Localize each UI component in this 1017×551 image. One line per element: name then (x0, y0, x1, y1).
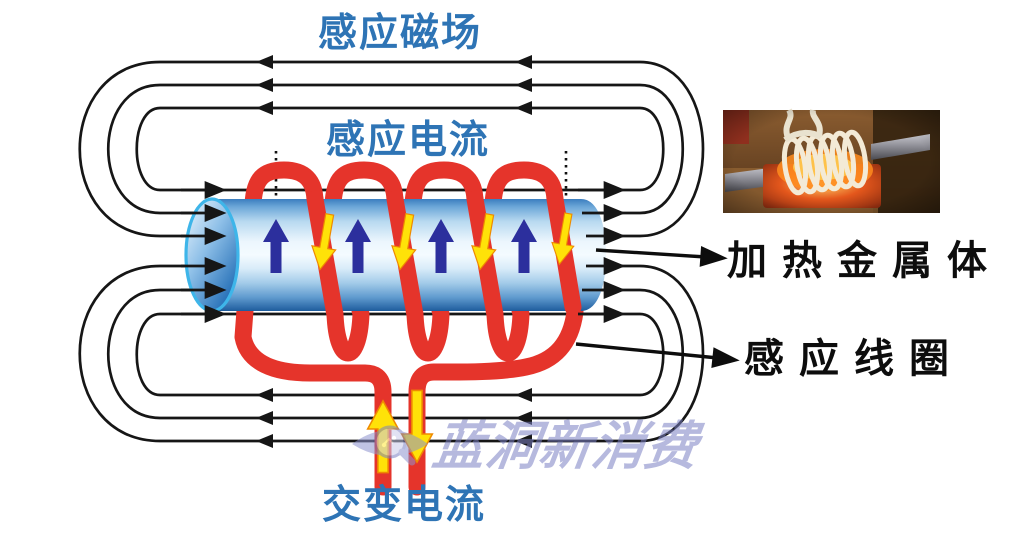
induction-coil (234, 161, 584, 496)
label-induced-current: 感应电流 (326, 118, 491, 163)
callout-arrow-coil (575, 342, 719, 360)
callout-arrow-metal (595, 248, 707, 259)
wire-current-down-arrow (400, 389, 434, 463)
label-heated-metal-body: 加热金属体 (727, 238, 1002, 284)
induction-heating-photo (723, 108, 940, 213)
field-loop-top-middle (107, 83, 685, 215)
label-induced-magnetic-field: 感应磁场 (318, 11, 483, 56)
field-loop-top-inner (135, 106, 665, 192)
field-entry-arrows (181, 181, 225, 323)
coil-path (234, 161, 584, 496)
field-loop-bottom-middle (107, 288, 685, 420)
label-alternating-current: 交变电流 (322, 483, 487, 528)
field-loop-top-outer (78, 60, 705, 238)
wire-current-up-arrow (366, 400, 400, 474)
callout-arrows (575, 246, 738, 370)
label-induction-coil: 感应线圈 (744, 336, 964, 382)
field-exit-arrows (578, 181, 624, 323)
field-loop-bottom-inner (135, 312, 665, 397)
